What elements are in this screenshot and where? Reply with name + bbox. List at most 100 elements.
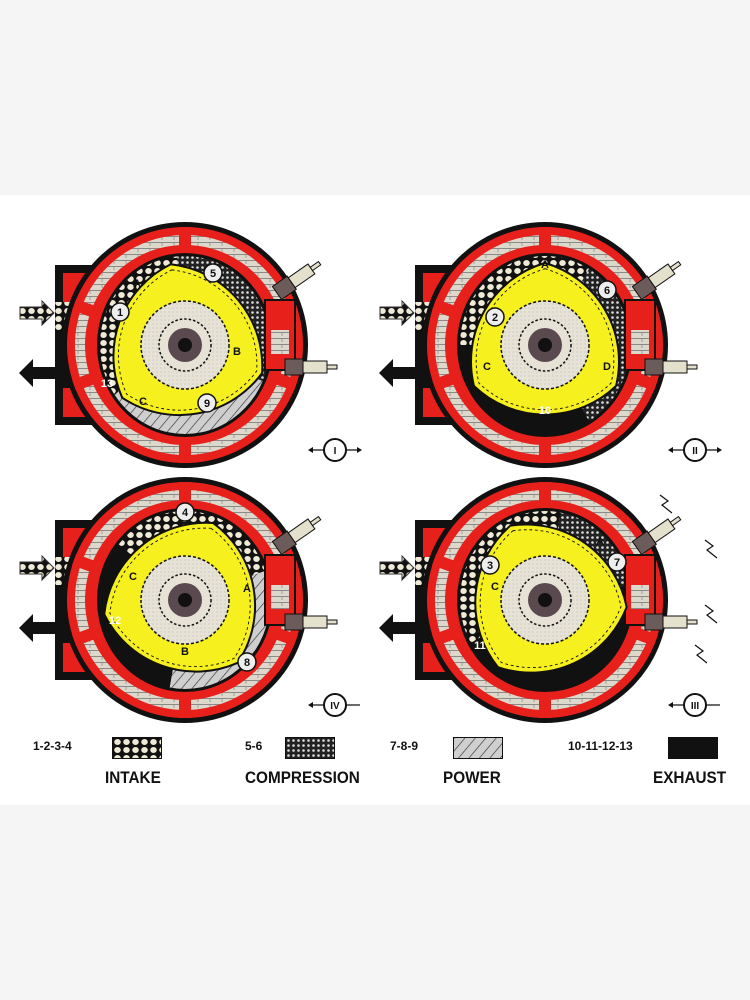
rotor-apex-label: C	[483, 361, 491, 373]
chamber-label-badge	[203, 263, 223, 283]
spark-icon	[659, 494, 673, 514]
intake-arrow	[19, 299, 55, 327]
arrow-left-icon	[668, 702, 673, 708]
arrow-left-icon	[668, 447, 673, 453]
plug-insulator	[302, 360, 328, 374]
stage-badge	[323, 438, 347, 462]
chamber-label: 1	[117, 307, 123, 319]
spark-plug-trailing	[644, 358, 698, 376]
chamber-label: 13	[101, 378, 113, 390]
legend-swatch-power	[453, 737, 503, 759]
spark-plug-trailing	[284, 613, 338, 631]
legend-phase: POWER	[443, 768, 501, 787]
plug-insulator	[302, 615, 328, 629]
plug-insulator	[662, 615, 688, 629]
stage-number: I	[334, 446, 337, 457]
engine-panel-IV: 4 8 12 C A B IV	[19, 477, 360, 723]
plug-body	[284, 613, 304, 631]
coolant-box	[271, 585, 289, 609]
plug-terminal	[686, 619, 698, 625]
arrow-right-icon	[357, 447, 362, 453]
chamber-label: 4	[182, 507, 189, 519]
legend-numbers: 7-8-9	[390, 739, 419, 753]
exhaust-arrow	[19, 359, 55, 387]
legend-phase: EXHAUST	[653, 768, 727, 787]
legend-numbers: 1-2-3-4	[33, 739, 72, 753]
stage-badge	[683, 438, 707, 462]
plug-body	[644, 358, 664, 376]
chamber-label-badge	[485, 307, 505, 327]
spark-plug-leading	[631, 260, 682, 301]
chamber-label: 11	[474, 640, 486, 652]
arrow-left-icon	[308, 447, 313, 453]
rotor-apex-label: D	[603, 361, 611, 373]
shaft-center	[178, 338, 192, 352]
chamber-label: 8	[244, 657, 250, 669]
rotor-apex-label: B	[181, 646, 189, 658]
arrow-right-icon	[717, 447, 722, 453]
chamber-label: 9	[204, 398, 210, 410]
legend-swatch-compression	[285, 737, 335, 759]
intake-arrow	[19, 554, 55, 582]
rotor-apex-label: C	[129, 571, 137, 583]
chamber-label: 10	[539, 405, 551, 417]
spark-plug-trailing	[644, 613, 698, 631]
engine-panel-I: 1 5 9 13 A B C I	[19, 222, 362, 468]
spark-icon	[704, 604, 718, 624]
rotor-apex-label: A	[243, 583, 251, 595]
stage-badge	[323, 693, 347, 717]
stage-number: II	[692, 446, 698, 457]
stage-number: III	[691, 701, 700, 712]
exhaust-arrow	[379, 359, 415, 387]
intake-arrow	[379, 299, 415, 327]
chamber-label: 2	[492, 312, 498, 324]
plug-terminal	[326, 619, 338, 625]
engine-panel-III: 3 7 11 A C III	[379, 477, 720, 723]
rotor-apex-label: A	[596, 536, 604, 548]
rotor-apex-label: A	[541, 259, 549, 271]
chamber-label-badge	[480, 555, 500, 575]
rotor-apex-label: A	[133, 278, 141, 290]
plug-housing	[624, 554, 656, 626]
rotor-apex-label: B	[233, 346, 241, 358]
rotor-apex-label: C	[491, 581, 499, 593]
stage-badge	[683, 693, 707, 717]
spark-plug-trailing	[284, 358, 338, 376]
legend-numbers: 10-11-12-13	[568, 739, 633, 753]
chamber-label: 12	[109, 615, 121, 627]
legend-swatch-intake	[112, 737, 162, 759]
spark-plug-leading	[271, 260, 322, 301]
chamber-label-badge	[110, 302, 130, 322]
chamber-label-badge	[237, 652, 257, 672]
stage-number: IV	[330, 701, 340, 712]
shaft-center	[178, 593, 192, 607]
plug-terminal	[686, 364, 698, 370]
rotor-apex-label: C	[139, 396, 147, 408]
shaft-center	[538, 593, 552, 607]
plug-terminal	[326, 364, 338, 370]
plug-body	[284, 358, 304, 376]
chamber-label-badge	[607, 552, 627, 572]
chamber-label-badge	[597, 280, 617, 300]
plug-terminal	[669, 260, 682, 272]
chamber-label: 3	[487, 560, 493, 572]
coolant-box	[271, 330, 289, 354]
chamber-label-badge	[175, 502, 195, 522]
legend-phase: COMPRESSION	[245, 768, 360, 787]
plug-insulator	[662, 360, 688, 374]
chamber-label: 6	[604, 285, 610, 297]
plug-terminal	[309, 515, 322, 527]
chamber-label: 5	[210, 268, 216, 280]
rotor-seal	[109, 527, 251, 668]
legend-swatch-exhaust	[668, 737, 718, 759]
chamber-label: 7	[614, 557, 620, 569]
coolant-box	[631, 585, 649, 609]
plug-terminal	[669, 515, 682, 527]
spark-plug-leading	[631, 515, 682, 556]
exhaust-arrow	[379, 614, 415, 642]
rotor-seal	[479, 529, 622, 669]
legend-numbers: 5-6	[245, 739, 263, 753]
arrow-left-icon	[308, 702, 313, 708]
